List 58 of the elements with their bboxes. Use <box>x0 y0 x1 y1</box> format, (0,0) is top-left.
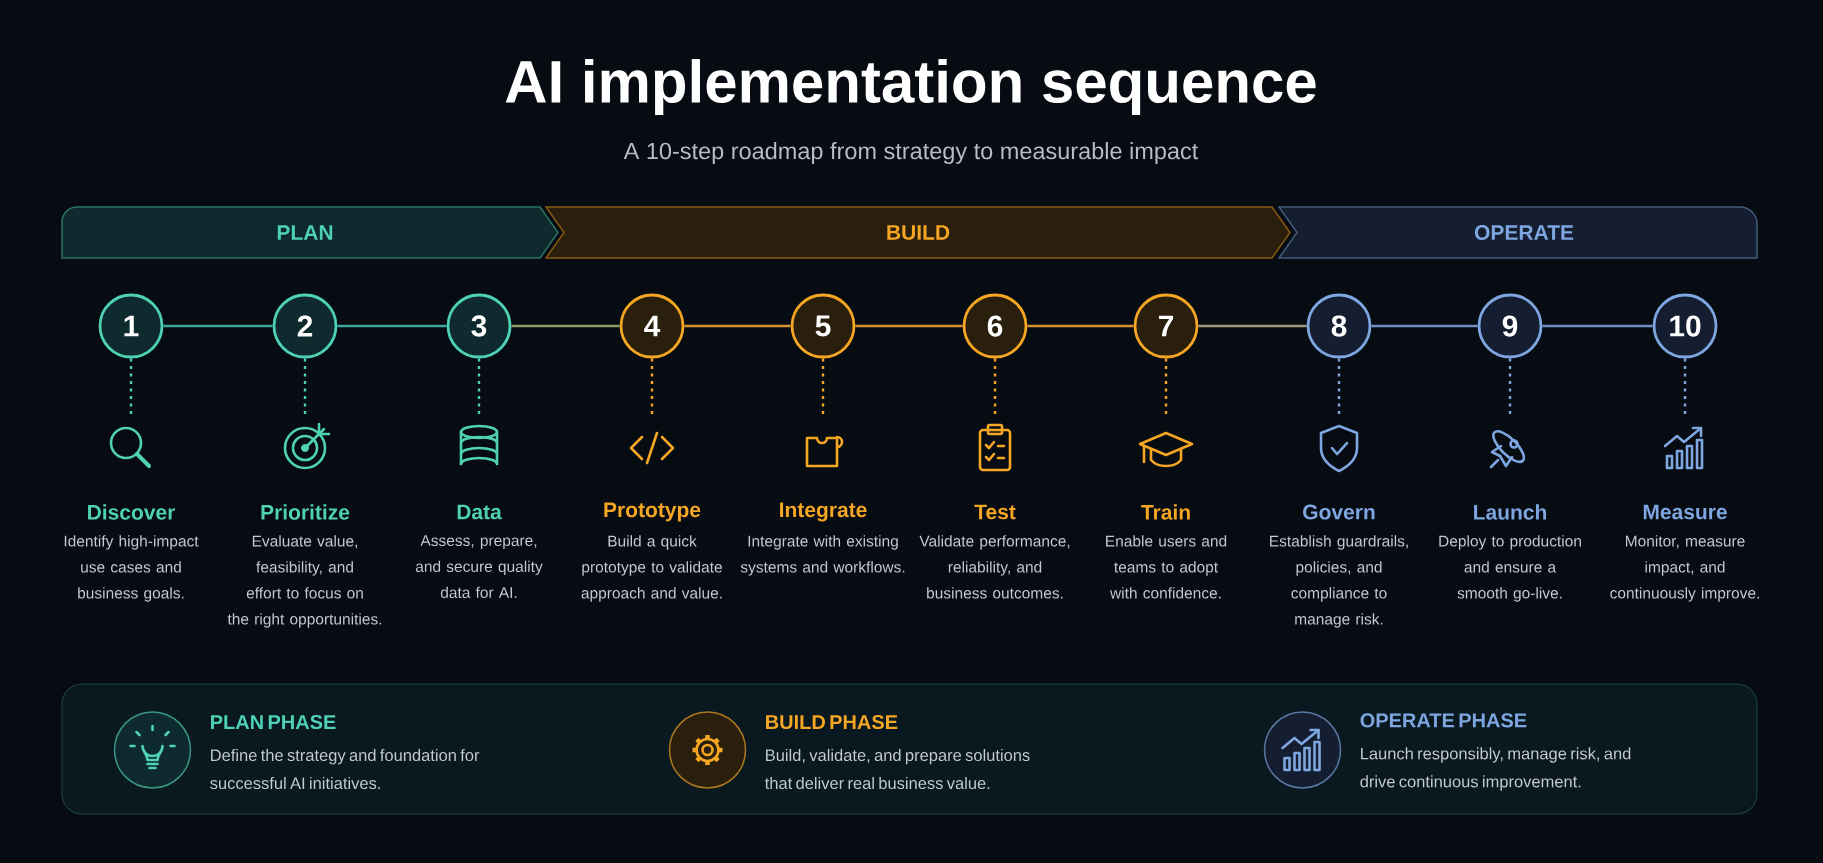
step-title: Measure <box>1643 504 1727 520</box>
connector-line <box>163 324 273 328</box>
phase-banner: PLAN <box>61 206 559 259</box>
mortarboard-icon <box>1138 431 1194 468</box>
step-title: Govern <box>1303 504 1375 520</box>
step-description: Integrate with existing systems and workflows. <box>740 535 905 576</box>
dotted-connector <box>1337 358 1341 417</box>
puzzle-icon <box>805 435 844 468</box>
step-description: Establish guardrails, policies, and compliance to manage risk. <box>1270 535 1408 628</box>
magnifier-icon <box>109 426 151 468</box>
connector-line <box>1027 324 1134 328</box>
step-description: Evaluate value, feasibility, and effort to focus on the right opportunities. <box>227 535 382 628</box>
dotted-connector <box>650 358 654 417</box>
step-title: Launch <box>1474 504 1547 520</box>
step-description: Validate performance, reliability, and business outcomes. <box>919 535 1070 599</box>
target-icon <box>283 422 331 470</box>
step-title: Train <box>1141 504 1190 520</box>
phase-banner: BUILD <box>544 206 1291 259</box>
connector-line <box>511 324 620 328</box>
dotted-connector <box>1164 358 1168 417</box>
step-title: Test <box>974 504 1016 520</box>
clipboard-icon <box>978 423 1012 472</box>
dotted-connector <box>129 358 133 417</box>
phase-summary: OPERATE PHASE Launch responsibly, manage risk, and drive continuous improvement. <box>1360 713 1631 791</box>
step-description: Assess, prepare, and secure quality data for AI. <box>415 535 543 599</box>
connector-line <box>1371 324 1478 328</box>
connector-line <box>1198 324 1307 328</box>
phase-banner: OPERATE <box>1278 206 1758 259</box>
chart-icon <box>1663 426 1704 470</box>
database-icon <box>459 424 499 466</box>
phase-summary: BUILD PHASE Build, validate, and prepare solutions that deliver real business value. <box>764 714 1030 790</box>
step-description: Build a quick prototype to validate approach and value. <box>581 535 722 602</box>
code-icon <box>629 431 675 465</box>
connector-line <box>337 324 447 328</box>
connector-line <box>1542 324 1653 328</box>
dotted-connector <box>1683 358 1687 417</box>
step-description: Deploy to production and ensure a smooth go-live. <box>1439 535 1581 602</box>
dotted-connector <box>477 358 481 417</box>
connector-line <box>684 324 791 328</box>
step-description: Identify high-impact use cases and business goals. <box>64 535 199 602</box>
connector-line <box>855 324 963 328</box>
dotted-connector <box>303 358 307 417</box>
step-description: Enable users and teams to adopt with confidence. <box>1106 535 1227 599</box>
dotted-connector <box>1508 358 1512 417</box>
step-description: Monitor, measure impact, and continuously improve. <box>1610 535 1759 602</box>
dotted-connector <box>821 358 825 417</box>
step-title: Data <box>457 504 502 520</box>
step-title: Integrate <box>780 502 867 522</box>
rocket-icon <box>1489 430 1526 469</box>
phase-summary: PLAN PHASE Define the strategy and foundation for successful AI initiatives. <box>210 714 480 790</box>
shield-icon <box>1319 424 1359 473</box>
subtitle: A 10-step roadmap from strategy to measurable impact <box>623 142 1199 164</box>
summary-panel <box>61 683 1758 815</box>
step-title: Discover <box>88 504 176 520</box>
step-title: Prototype <box>604 502 701 522</box>
title: AI implementation sequence <box>505 59 1316 115</box>
dotted-connector <box>993 358 997 417</box>
step-title: Prioritize <box>261 504 350 520</box>
